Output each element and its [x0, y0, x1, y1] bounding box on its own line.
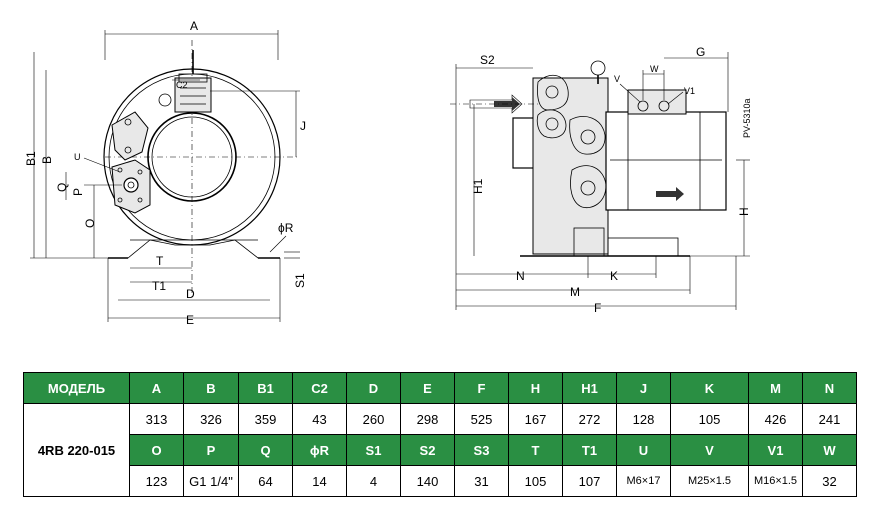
- value-cell: M6×17: [616, 465, 671, 497]
- label-T1: T1: [152, 279, 166, 293]
- value-cell: 260: [346, 403, 401, 435]
- value-cell: G1 1/4": [183, 465, 239, 497]
- label-W: W: [650, 64, 659, 74]
- model-header: МОДЕЛЬ: [23, 372, 130, 404]
- value-cell: 43: [292, 403, 347, 435]
- header-cell: H1: [562, 372, 617, 404]
- label-U: U: [74, 152, 81, 162]
- header-cell: Q: [238, 434, 293, 466]
- header-cell: D: [346, 372, 401, 404]
- value-cell: 128: [616, 403, 671, 435]
- header-cell: T: [508, 434, 563, 466]
- header-cell: ϕR: [292, 434, 347, 466]
- header-cell: S2: [400, 434, 455, 466]
- value-cell: 4: [346, 465, 401, 497]
- value-cell: 359: [238, 403, 293, 435]
- label-V: V: [614, 74, 620, 84]
- header-cell: M: [748, 372, 803, 404]
- value-cell: 105: [508, 465, 563, 497]
- label-J: J: [300, 119, 306, 133]
- label-PV: PV-5310a: [742, 98, 752, 138]
- front-view: A C2 J B1 B U Q P O T T1 D: [24, 19, 307, 327]
- label-C2: C2: [176, 80, 188, 90]
- label-H1: H1: [471, 178, 485, 194]
- header-cell: H: [508, 372, 563, 404]
- header-cell: K: [670, 372, 749, 404]
- label-N: N: [516, 269, 525, 283]
- label-O: O: [83, 219, 97, 228]
- header-cell: B1: [238, 372, 293, 404]
- label-K: K: [610, 269, 618, 283]
- model-name: 4RB 220-015: [23, 403, 130, 497]
- technical-drawing: A C2 J B1 B U Q P O T T1 D: [24, 19, 752, 327]
- label-M: M: [570, 285, 580, 299]
- value-cell: 525: [454, 403, 509, 435]
- value-cell: 241: [802, 403, 857, 435]
- value-cell: M16×1.5: [748, 465, 803, 497]
- value-cell: 107: [562, 465, 617, 497]
- label-B1: B1: [24, 151, 38, 166]
- value-cell: 14: [292, 465, 347, 497]
- label-A: A: [190, 19, 198, 33]
- value-cell: 105: [670, 403, 749, 435]
- header-cell: V: [670, 434, 749, 466]
- value-cell: M25×1.5: [670, 465, 749, 497]
- header-cell: W: [802, 434, 857, 466]
- header-cell: V1: [748, 434, 803, 466]
- value-cell: 298: [400, 403, 455, 435]
- label-P: P: [71, 188, 85, 196]
- label-H: H: [737, 207, 751, 216]
- label-F: F: [594, 301, 601, 315]
- label-S2: S2: [480, 53, 495, 67]
- row1-header: МОДЕЛЬ A B B1 C2 D E F H H1 J K M N: [23, 372, 857, 404]
- header-cell: C2: [292, 372, 347, 404]
- value-cell: 64: [238, 465, 293, 497]
- spec-table: МОДЕЛЬ A B B1 C2 D E F H H1 J K M N 4RB …: [23, 372, 857, 497]
- label-E: E: [186, 313, 194, 327]
- label-S1: S1: [293, 273, 307, 288]
- header-cell: U: [616, 434, 671, 466]
- label-phiR: ϕR: [278, 221, 294, 235]
- header-cell: A: [129, 372, 184, 404]
- header-cell: E: [400, 372, 455, 404]
- header-cell: B: [183, 372, 239, 404]
- header-cell: J: [616, 372, 671, 404]
- value-cell: 123: [129, 465, 184, 497]
- label-Q: Q: [55, 183, 69, 192]
- row2-header: O P Q ϕR S1 S2 S3 T T1 U V V1 W: [24, 434, 857, 466]
- value-cell: 326: [183, 403, 239, 435]
- header-cell: S3: [454, 434, 509, 466]
- row2-values: 123 G1 1/4" 64 14 4 140 31 105 107 M6×17…: [24, 465, 857, 497]
- value-cell: 313: [129, 403, 184, 435]
- label-B: B: [40, 156, 54, 164]
- label-D: D: [186, 287, 195, 301]
- label-T: T: [156, 254, 164, 268]
- header-cell: S1: [346, 434, 401, 466]
- row1-values: 4RB 220-015 313 326 359 43 260 298 525 1…: [23, 403, 857, 497]
- side-view: S2 G W V V1 PV-5310a H1 H N K: [450, 45, 752, 315]
- value-cell: 31: [454, 465, 509, 497]
- header-cell: O: [129, 434, 184, 466]
- label-G: G: [696, 45, 705, 59]
- value-cell: 167: [508, 403, 563, 435]
- label-V1: V1: [684, 86, 695, 96]
- value-cell: 426: [748, 403, 803, 435]
- value-cell: 140: [400, 465, 455, 497]
- value-cell: 272: [562, 403, 617, 435]
- header-cell: F: [454, 372, 509, 404]
- header-cell: T1: [562, 434, 617, 466]
- header-cell: P: [183, 434, 239, 466]
- value-cell: 32: [802, 465, 857, 497]
- header-cell: N: [802, 372, 857, 404]
